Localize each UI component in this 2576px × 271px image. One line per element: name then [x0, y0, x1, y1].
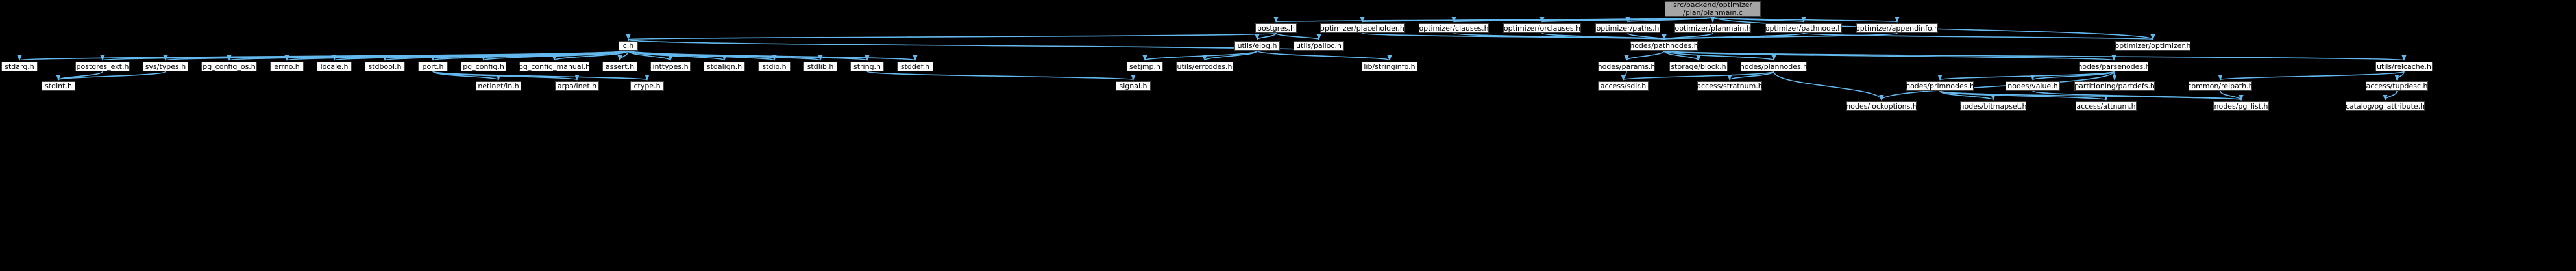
graph-node-value-h[interactable]: nodes/value.h — [2006, 81, 2060, 91]
edge-plannodes-h-to-stratnum-h — [1727, 71, 1774, 81]
graph-node-stdbool-h[interactable]: stdbool.h — [365, 62, 405, 71]
graph-node-errno-h[interactable]: errno.h — [270, 62, 304, 71]
graph-node-assert-h[interactable]: assert.h — [602, 62, 637, 71]
graph-node-lockoptions-h[interactable]: nodes/lockoptions.h — [1846, 101, 1917, 111]
graph-node-sys-types-h[interactable]: sys/types.h — [143, 62, 188, 71]
graph-node-signal-h[interactable]: signal.h — [1116, 81, 1151, 91]
graph-node-relcache-h[interactable]: utils/relcache.h — [2375, 62, 2433, 71]
graph-node-netinet-in-h[interactable]: netinet/in.h — [476, 81, 521, 91]
graph-node-pg-attribute-h[interactable]: catalog/pg_attribute.h — [2345, 101, 2425, 111]
edge-postgres-h-to-palloc-h — [1275, 32, 1321, 40]
graph-node-stdint-h[interactable]: stdint.h — [42, 81, 75, 91]
edge-pathnodes-h-to-parsenodes-h — [1663, 50, 2116, 61]
graph-node-tupdesc-h[interactable]: access/tupdesc.h — [2366, 81, 2428, 91]
edge-plannodes-h-to-sdir-h — [1621, 71, 1774, 81]
graph-node-stdarg-h[interactable]: stdarg.h — [1, 62, 38, 71]
graph-node-string-h[interactable]: string.h — [850, 62, 884, 71]
graph-node-pg-config-manual-h[interactable]: pg_config_manual.h — [518, 62, 591, 71]
graph-node-params-h[interactable]: nodes/params.h — [1597, 62, 1656, 71]
edge-port-h-to-netinet-in-h — [432, 71, 501, 81]
edge-value-h-to-pg-list-h — [2032, 90, 2244, 101]
edge-c-h-to-pg-config-manual-h — [552, 50, 629, 61]
graph-node-palloc-h[interactable]: utils/palloc.h — [1294, 41, 1344, 51]
edge-planmain-c-to-paths-h — [1625, 16, 1713, 23]
graph-node-inttypes-h[interactable]: inttypes.h — [650, 62, 691, 71]
edge-planmain-c-to-appendinfo-h — [1712, 16, 1899, 23]
edge-parsenodes-h-to-lockoptions-h — [1879, 71, 2115, 101]
edge-c-h-to-assert-h — [617, 50, 629, 61]
graph-node-plannodes-h[interactable]: nodes/plannodes.h — [1739, 62, 1808, 71]
edge-string-h-to-signal-h — [866, 71, 1135, 81]
graph-node-stdio-h[interactable]: stdio.h — [758, 62, 791, 71]
graph-node-stdlib-h[interactable]: stdlib.h — [803, 62, 837, 71]
graph-node-arpa-inet-h[interactable]: arpa/inet.h — [555, 81, 599, 91]
edge-pathnodes-h-to-plannodes-h — [1663, 50, 1776, 61]
edge-postgres-h-to-c-h — [627, 32, 1277, 40]
graph-node-stratnum-h[interactable]: access/stratnum.h — [1697, 81, 1763, 91]
graph-node-pg-config-h[interactable]: pg_config.h — [461, 62, 506, 71]
edge-elog-h-to-stringinfo-h — [1257, 50, 1392, 61]
edge-tupdesc-h-to-pg-attribute-h — [2383, 90, 2398, 101]
graph-node-placeholder-h[interactable]: optimizer/placeholder.h — [1320, 23, 1405, 33]
edge-pathnodes-h-to-params-h — [1624, 50, 1665, 61]
graph-node-elog-h[interactable]: utils/elog.h — [1234, 41, 1280, 51]
edge-elog-h-to-setjmp-h — [1142, 50, 1258, 61]
edge-palloc-h-to-c-h — [626, 39, 1319, 51]
graph-node-postgres-h[interactable]: postgres.h — [1255, 23, 1297, 33]
edge-relpath-h-to-pg-list-h — [2220, 90, 2244, 101]
edge-elog-h-to-errcodes-h — [1202, 50, 1258, 61]
graph-node-bitmapset-h[interactable]: nodes/bitmapset.h — [1959, 101, 2027, 111]
graph-node-pg-config-os-h[interactable]: pg_config_os.h — [201, 62, 257, 71]
graph-node-pg-list-h[interactable]: nodes/pg_list.h — [2213, 101, 2269, 111]
edge-primnodes-h-to-attnum-h — [1939, 90, 2109, 101]
graph-node-optimizer-h[interactable]: optimizer/optimizer.h — [2115, 41, 2191, 51]
graph-node-block-h[interactable]: storage/block.h — [1669, 62, 1728, 71]
graph-node-port-h[interactable]: port.h — [418, 62, 448, 71]
graph-node-planmain-h[interactable]: optimizer/planmain.h — [1674, 23, 1751, 33]
graph-node-relpath-h[interactable]: common/relpath.h — [2187, 81, 2253, 91]
graph-node-sdir-h[interactable]: access/sdir.h — [1598, 81, 1649, 91]
edge-parsenodes-h-to-partdefs-h — [2112, 71, 2117, 81]
graph-node-paths-h[interactable]: optimizer/paths.h — [1595, 23, 1660, 33]
edge-parsenodes-h-to-value-h — [2030, 71, 2115, 81]
graph-node-c-h[interactable]: c.h — [619, 41, 638, 51]
graph-node-attnum-h[interactable]: access/attnum.h — [2076, 101, 2137, 111]
graph-node-stringinfo-h[interactable]: lib/stringinfo.h — [1362, 62, 1417, 71]
graph-node-parsenodes-h[interactable]: nodes/parsenodes.h — [2078, 62, 2150, 71]
edge-pathnode-h-to-optimizer-h — [1803, 32, 2155, 40]
edge-relcache-h-to-tupdesc-h — [2394, 71, 2405, 81]
edge-pathnodes-h-to-relcache-h — [1663, 50, 2406, 61]
edge-relcache-h-to-relpath-h — [2218, 71, 2405, 81]
graph-node-primnodes-h[interactable]: nodes/primnodes.h — [1906, 81, 1974, 91]
edge-postgres-h-to-elog-h — [1255, 32, 1277, 40]
edge-parsenodes-h-to-primnodes-h — [1937, 71, 2115, 81]
graph-node-locale-h[interactable]: locale.h — [317, 62, 352, 71]
edge-port-h-to-ctype-h — [432, 71, 650, 81]
graph-node-pathnode-h[interactable]: optimizer/pathnode.h — [1765, 23, 1843, 33]
graph-node-stddef-h[interactable]: stddef.h — [897, 62, 933, 71]
graph-node-ctype-h[interactable]: ctype.h — [630, 81, 664, 91]
graph-node-errcodes-h[interactable]: utils/errcodes.h — [1176, 62, 1233, 71]
edge-appendinfo-h-to-pathnodes-h — [1662, 32, 1898, 40]
edge-orclauses-h-to-pathnodes-h — [1541, 32, 1667, 40]
edge-plannodes-h-to-lockoptions-h — [1773, 71, 1884, 101]
graph-node-planmain-c[interactable]: src/backend/optimizer /plan/planmain.c — [1665, 1, 1761, 17]
graph-node-stdalign-h[interactable]: stdalign.h — [704, 62, 745, 71]
graph-node-appendinfo-h[interactable]: optimizer/appendinfo.h — [1856, 23, 1939, 33]
edge-primnodes-h-to-bitmapset-h — [1939, 90, 1996, 101]
edge-params-h-to-sdir-h — [1621, 71, 1627, 81]
edge-c-h-to-stddef-h — [628, 50, 917, 61]
edge-sys-types-h-to-stdint-h — [56, 71, 166, 81]
graph-node-clauses-h[interactable]: optimizer/clauses.h — [1419, 23, 1489, 33]
graph-node-orclauses-h[interactable]: optimizer/orclauses.h — [1503, 23, 1581, 33]
edge-pathnodes-h-to-block-h — [1663, 50, 1701, 61]
graph-node-pathnodes-h[interactable]: nodes/pathnodes.h — [1630, 41, 1699, 51]
graph-node-setjmp-h[interactable]: setjmp.h — [1127, 62, 1163, 71]
graph-node-postgres-ext-h[interactable]: postgres_ext.h — [75, 62, 130, 71]
graph-node-partdefs-h[interactable]: partitioning/partdefs.h — [2074, 81, 2155, 91]
